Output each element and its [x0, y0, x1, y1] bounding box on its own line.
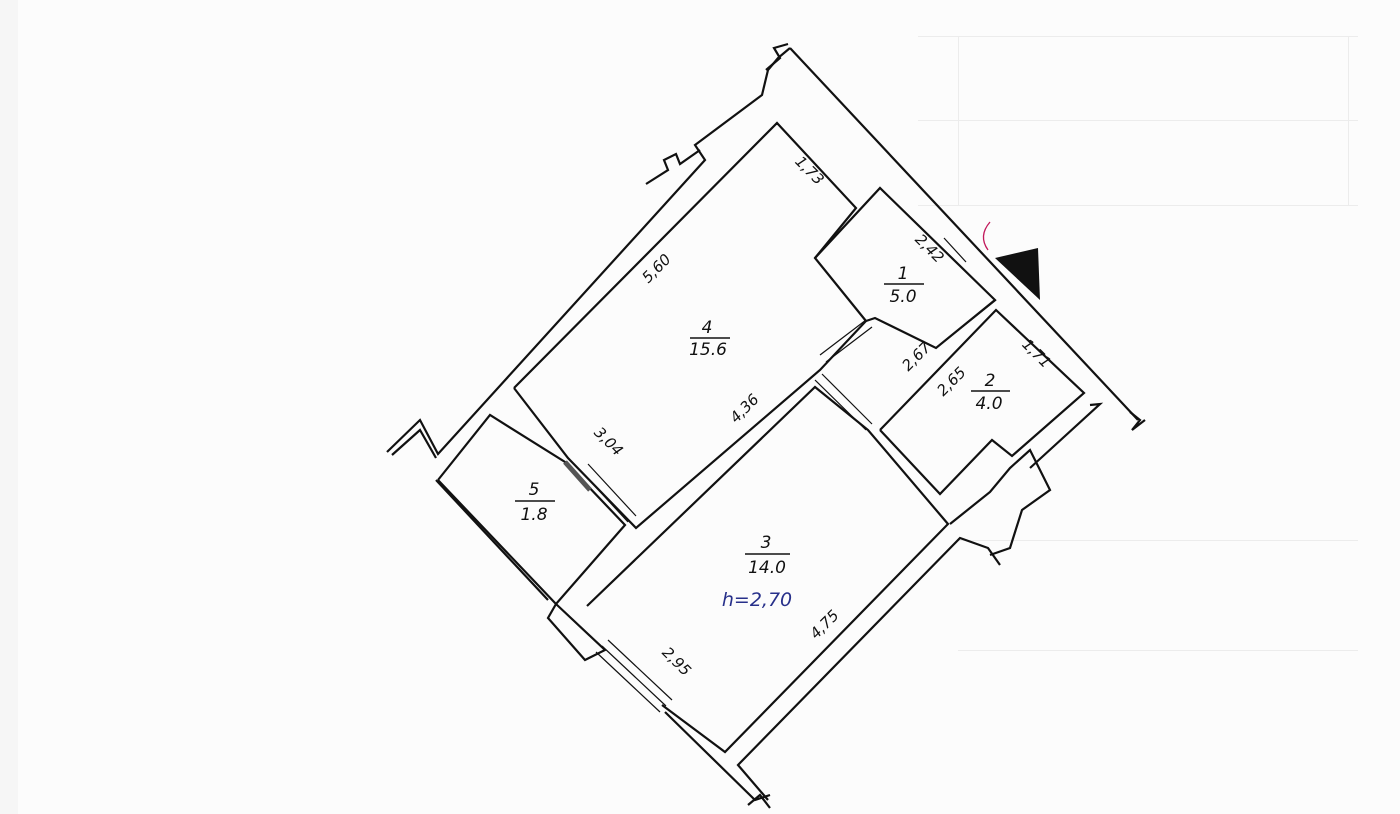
room-number: 5 [529, 480, 540, 500]
door-opening [825, 326, 873, 363]
door-opening [821, 373, 873, 425]
dimension-label: 3,04 [590, 423, 626, 459]
room-label-5: 5 1.8 [515, 480, 555, 525]
entrance-marker-icon [995, 248, 1040, 300]
room-number: 1 [898, 264, 909, 284]
room-area: 1.8 [520, 505, 547, 525]
exterior-wall [664, 711, 771, 802]
room-area: 15.6 [689, 340, 727, 360]
dimension-label: 1,71 [1018, 335, 1054, 371]
window-line [607, 639, 673, 701]
dimension-label: 2,67 [898, 338, 935, 375]
wall-break-mark [645, 149, 701, 185]
door-opening [935, 299, 997, 349]
exterior-wall [386, 47, 791, 456]
room5-outline [437, 413, 627, 606]
door-opening [814, 379, 867, 431]
exterior-wall [949, 448, 1052, 557]
exterior-wall [736, 536, 1001, 801]
exterior-wall [1029, 402, 1104, 469]
wall-break-mark [1129, 411, 1146, 431]
room-number: 3 [761, 533, 772, 553]
background-rule [918, 36, 1358, 37]
window-line [601, 645, 667, 707]
door-arc [982, 221, 991, 251]
room-number: 4 [702, 318, 713, 338]
room-area: 14.0 [748, 558, 786, 578]
room-label-2: 2 4.0 [971, 371, 1010, 414]
room-area: 5.0 [889, 287, 916, 307]
door-opening [579, 469, 629, 523]
door-opening [943, 237, 967, 263]
ceiling-height-note: h=2,70 [722, 589, 792, 611]
wall-break-mark [765, 42, 789, 71]
background-rule [958, 650, 1358, 651]
door-opening [819, 319, 867, 356]
wall-break-mark [747, 793, 771, 809]
exterior-wall [546, 603, 607, 662]
background-rule [1348, 36, 1349, 206]
room-area: 4.0 [975, 394, 1002, 414]
exterior-wall [391, 428, 437, 459]
dimension-label: 1,73 [791, 152, 827, 188]
wall-segment [563, 460, 592, 492]
dimension-label: 4,36 [726, 390, 762, 426]
exterior-wall [435, 479, 549, 601]
room-number: 2 [985, 371, 996, 391]
background-rule [958, 36, 959, 206]
background-rule [958, 540, 1358, 541]
window-line [595, 651, 661, 713]
exterior-wall [789, 47, 1139, 421]
room-label-1: 1 5.0 [884, 264, 924, 307]
room-label-4: 4 15.6 [689, 318, 730, 360]
background-rule [918, 120, 1358, 121]
background-rule [918, 205, 1358, 206]
room3-outline [586, 385, 950, 754]
room2-outline [879, 308, 1086, 496]
dimension-label: 2,95 [658, 643, 694, 679]
door-opening [587, 463, 637, 517]
room-label-3: 3 14.0 [745, 533, 790, 578]
dimension-label: 2,42 [911, 230, 947, 266]
